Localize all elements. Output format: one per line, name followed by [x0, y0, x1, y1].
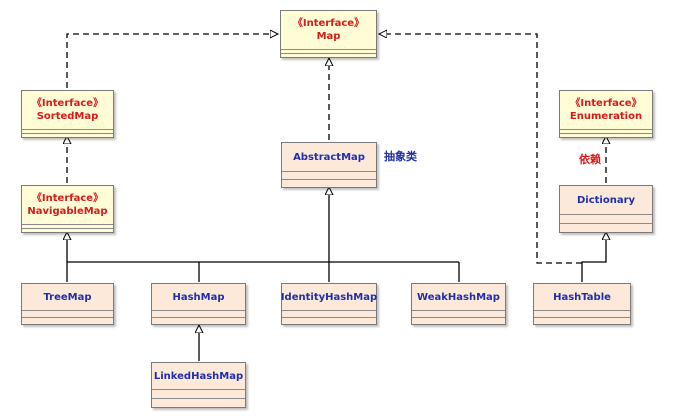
navigablemap-stereotype: 《Interface》: [31, 193, 104, 204]
sortedmap-stereotype: 《Interface》: [31, 98, 104, 109]
identityhashmap-name: IdentityHashMap: [280, 291, 378, 303]
hashtable-class-box[interactable]: HashTable: [533, 283, 631, 325]
enumeration-name: Enumeration: [569, 111, 643, 122]
abstractmap-class-box[interactable]: AbstractMap: [281, 142, 377, 188]
linkedhashmap-class-box[interactable]: LinkedHashMap: [151, 362, 246, 408]
inheritance-hashtable-dictionary: [581, 232, 606, 282]
navigablemap-interface-box[interactable]: 《Interface》 NavigableMap: [21, 185, 114, 233]
dependency-label: 依赖: [579, 153, 601, 166]
weakhashmap-class-box[interactable]: WeakHashMap: [411, 283, 506, 325]
realization-hashtable-map: [379, 34, 582, 264]
dictionary-class-box[interactable]: Dictionary: [559, 185, 653, 233]
realization-sortedmap-map: [66, 34, 278, 88]
treemap-class-box[interactable]: TreeMap: [21, 283, 114, 325]
sortedmap-name: SortedMap: [36, 111, 99, 122]
hashmap-name: HashMap: [172, 291, 225, 303]
enumeration-stereotype: 《Interface》: [570, 98, 642, 109]
linkedhashmap-name: LinkedHashMap: [153, 370, 244, 382]
hashmap-class-box[interactable]: HashMap: [151, 283, 246, 325]
weakhashmap-name: WeakHashMap: [417, 291, 500, 303]
hashtable-name: HashTable: [553, 291, 611, 303]
map-stereotype: 《Interface》: [292, 18, 365, 29]
map-name: Map: [316, 31, 341, 42]
sortedmap-interface-box[interactable]: 《Interface》 SortedMap: [21, 90, 114, 138]
navigablemap-name: NavigableMap: [27, 206, 108, 217]
dictionary-name: Dictionary: [576, 194, 636, 206]
abstractmap-name: AbstractMap: [293, 151, 365, 163]
enumeration-interface-box[interactable]: 《Interface》 Enumeration: [559, 90, 653, 138]
identityhashmap-class-box[interactable]: IdentityHashMap: [281, 283, 377, 325]
abstract-class-label: 抽象类: [384, 150, 417, 163]
map-interface-box[interactable]: 《Interface》 Map: [280, 10, 377, 58]
treemap-name: TreeMap: [43, 291, 92, 303]
